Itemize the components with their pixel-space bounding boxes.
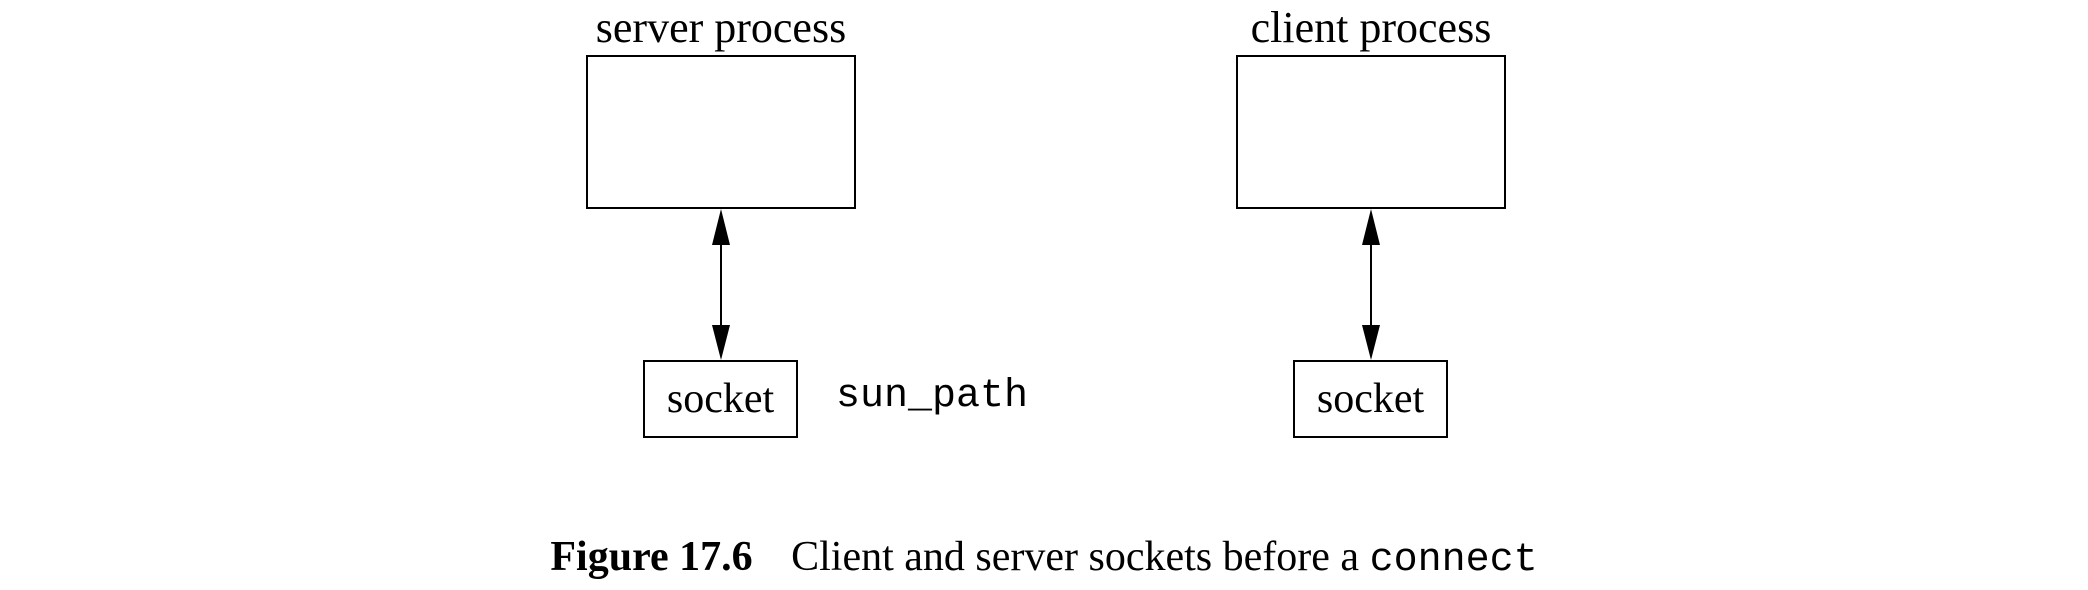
server-arrow — [712, 209, 730, 360]
server-socket-box: socket — [643, 360, 798, 438]
server-socket-label: socket — [666, 376, 775, 422]
client-process-title: client process — [1250, 3, 1492, 52]
client-arrow — [1362, 209, 1380, 360]
server-process-box — [586, 55, 856, 209]
server-process-title: server process — [595, 3, 847, 52]
figure-caption-code: connect — [1369, 538, 1538, 583]
client-socket-box: socket — [1293, 360, 1448, 438]
client-socket-label: socket — [1316, 376, 1425, 422]
figure-caption: Figure 17.6 Client and server sockets be… — [0, 536, 2088, 581]
figure-caption-text: Client and server sockets before a — [791, 534, 1360, 580]
client-process-box — [1236, 55, 1506, 209]
sun-path-label: sun_path — [836, 374, 1029, 419]
figure-number: Figure 17.6 — [550, 534, 753, 580]
